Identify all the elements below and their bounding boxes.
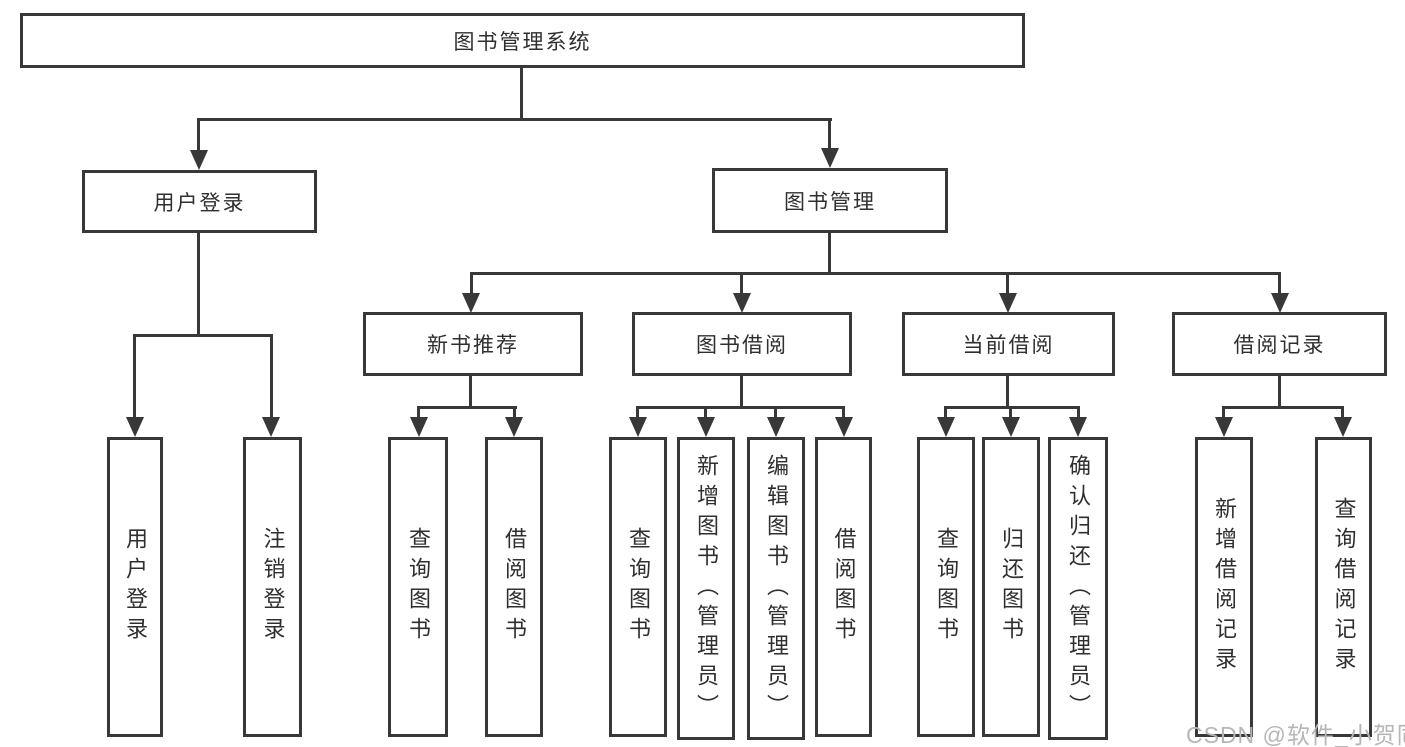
node-label: 新书推荐 — [427, 334, 519, 357]
connector-hline — [636, 406, 845, 409]
node-borrowing-records: 借阅记录 — [1172, 312, 1387, 376]
leaf-label: 用户登录 — [123, 527, 148, 647]
connector-vline — [197, 233, 200, 337]
connector-hline — [944, 406, 1080, 409]
arrow-shaft — [417, 406, 420, 421]
leaf-label: 查询借阅记录 — [1331, 497, 1357, 677]
leaf-add-borrow-record: 新增借阅记录 — [1195, 437, 1253, 737]
down-arrow-icon — [1271, 293, 1289, 313]
leaf-label: 注销登录 — [260, 527, 286, 647]
down-arrow-icon — [733, 293, 751, 313]
down-arrow-icon — [505, 417, 523, 437]
node-label: 当前借阅 — [962, 334, 1055, 357]
connector-vline — [520, 68, 523, 121]
leaf-query-books-1: 查询图书 — [388, 437, 448, 737]
arrow-shaft — [470, 272, 473, 297]
arrow-shaft — [740, 272, 743, 297]
node-new-book-recommendation: 新书推荐 — [363, 312, 583, 376]
down-arrow-icon — [190, 150, 208, 170]
arrow-shaft — [842, 406, 845, 421]
connector-vline — [469, 376, 472, 409]
connector-hline — [417, 406, 517, 409]
node-root: 图书管理系统 — [20, 13, 1025, 68]
arrow-shaft — [1278, 272, 1281, 297]
leaf-label: 查询图书 — [934, 527, 959, 647]
connector-vline — [1006, 376, 1009, 409]
arrow-shaft — [133, 334, 136, 421]
leaf-edit-book-admin: 编辑图书（管理员） — [747, 437, 805, 740]
connector-vline — [740, 376, 743, 409]
node-label: 用户登录 — [153, 191, 246, 215]
leaf-logout: 注销登录 — [243, 437, 302, 737]
leaf-add-book-admin: 新增图书（管理员） — [677, 437, 735, 740]
down-arrow-icon — [126, 417, 144, 437]
down-arrow-icon — [697, 417, 715, 437]
leaf-label: 查询图书 — [626, 527, 651, 647]
leaf-borrow-books-2: 借阅图书 — [815, 437, 872, 737]
leaf-label: 借阅图书 — [502, 527, 527, 647]
node-user-login: 用户登录 — [82, 170, 317, 233]
node-book-borrowing: 图书借阅 — [632, 312, 852, 376]
arrow-shaft — [1006, 272, 1009, 297]
leaf-label: 确认归还（管理员） — [1066, 453, 1091, 724]
arrow-shaft — [1009, 406, 1012, 421]
down-arrow-icon — [767, 417, 785, 437]
down-arrow-icon — [835, 417, 853, 437]
node-label: 图书管理 — [784, 190, 876, 214]
node-current-borrowing: 当前借阅 — [902, 312, 1115, 376]
leaf-return-books: 归还图书 — [982, 437, 1040, 737]
arrow-shaft — [270, 334, 273, 421]
connector-hline — [133, 334, 273, 337]
leaf-confirm-return-admin: 确认归还（管理员） — [1048, 437, 1108, 740]
down-arrow-icon — [629, 417, 647, 437]
connector-vline — [1278, 376, 1281, 409]
connector-hline — [470, 272, 1281, 275]
arrow-shaft — [944, 406, 947, 421]
node-book-management: 图书管理 — [712, 168, 948, 233]
leaf-user-login: 用户登录 — [107, 437, 163, 737]
down-arrow-icon — [1002, 417, 1020, 437]
arrow-shaft — [774, 406, 777, 421]
arrow-shaft — [1222, 406, 1225, 421]
connector-hline — [1222, 406, 1344, 409]
leaf-label: 查询图书 — [406, 527, 431, 647]
down-arrow-icon — [410, 417, 428, 437]
down-arrow-icon — [999, 293, 1017, 313]
node-label: 图书管理系统 — [453, 30, 592, 54]
leaf-label: 新增图书（管理员） — [694, 453, 719, 724]
arrow-shaft — [1077, 406, 1080, 421]
connector-hline — [197, 118, 832, 121]
arrow-shaft — [704, 406, 707, 421]
leaf-label: 归还图书 — [999, 527, 1024, 647]
leaf-query-books-2: 查询图书 — [609, 437, 667, 737]
arrow-shaft — [513, 406, 516, 421]
down-arrow-icon — [262, 417, 280, 437]
node-label: 借阅记录 — [1233, 334, 1326, 357]
leaf-query-borrow-record: 查询借阅记录 — [1315, 437, 1372, 737]
down-arrow-icon — [1215, 417, 1233, 437]
down-arrow-icon — [462, 293, 480, 313]
leaf-label: 借阅图书 — [831, 527, 857, 647]
arrow-shaft — [197, 118, 200, 154]
leaf-label: 新增借阅记录 — [1212, 497, 1237, 677]
arrow-shaft — [828, 118, 831, 152]
down-arrow-icon — [1334, 417, 1352, 437]
watermark-csdn: CSDN @软件_小贺同学 — [1186, 722, 1405, 747]
down-arrow-icon — [821, 148, 839, 168]
node-label: 图书借阅 — [696, 334, 788, 357]
leaf-borrow-books-1: 借阅图书 — [485, 437, 543, 737]
leaf-query-books-3: 查询图书 — [917, 437, 975, 737]
connector-vline — [828, 233, 831, 275]
leaf-label: 编辑图书（管理员） — [764, 453, 789, 724]
down-arrow-icon — [937, 417, 955, 437]
down-arrow-icon — [1069, 417, 1087, 437]
arrow-shaft — [636, 406, 639, 421]
arrow-shaft — [1341, 406, 1344, 421]
